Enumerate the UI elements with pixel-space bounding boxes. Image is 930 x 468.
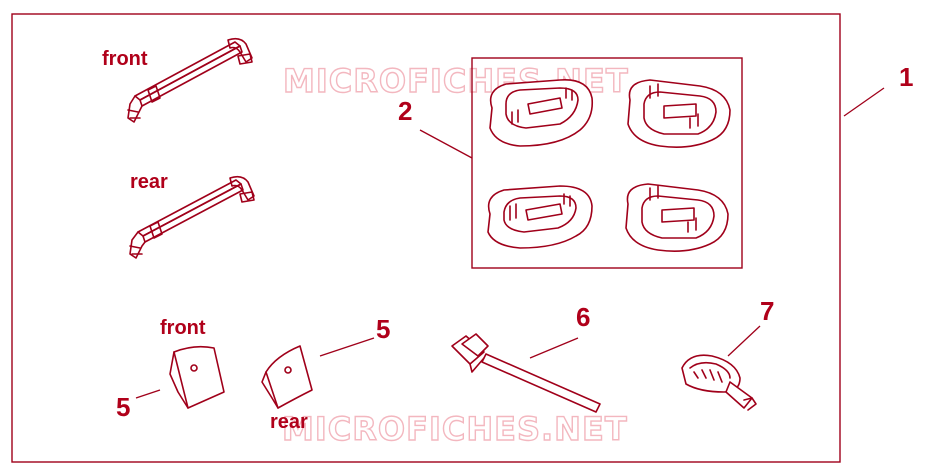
callout-5-front: 5 [116, 392, 130, 422]
lock-key[interactable] [681, 354, 757, 411]
callout-2: 2 [398, 96, 412, 126]
hex-wrench[interactable] [451, 333, 601, 413]
mounting-pad-top-right[interactable] [627, 79, 731, 148]
leader-7 [727, 325, 761, 357]
front-cover-label: front [160, 317, 206, 339]
leader-5b [319, 337, 375, 357]
front-bar-label: front [102, 48, 148, 70]
front-roof-bar[interactable] [127, 37, 253, 123]
callout-5-rear: 5 [376, 314, 390, 344]
watermark-bottom: MICROFICHES.NET [282, 410, 628, 448]
callout-7: 7 [760, 296, 774, 326]
rear-roof-bar[interactable] [129, 175, 255, 259]
leader-6 [529, 337, 579, 359]
rear-cover-label: rear [270, 411, 308, 433]
rear-bar-label: rear [130, 171, 168, 193]
part-2-frame [471, 57, 743, 269]
mounting-pad-bottom-right[interactable] [625, 183, 729, 252]
leader-1 [843, 87, 885, 117]
leader-2 [419, 129, 473, 159]
mounting-pad-top-left[interactable] [489, 79, 594, 147]
callout-1: 1 [899, 62, 913, 92]
leader-5a [135, 389, 161, 399]
callout-6: 6 [576, 302, 590, 332]
front-end-cover[interactable] [169, 345, 225, 409]
mounting-pad-bottom-left[interactable] [487, 185, 593, 249]
rear-end-cover[interactable] [261, 345, 313, 409]
kit-frame [11, 13, 841, 463]
